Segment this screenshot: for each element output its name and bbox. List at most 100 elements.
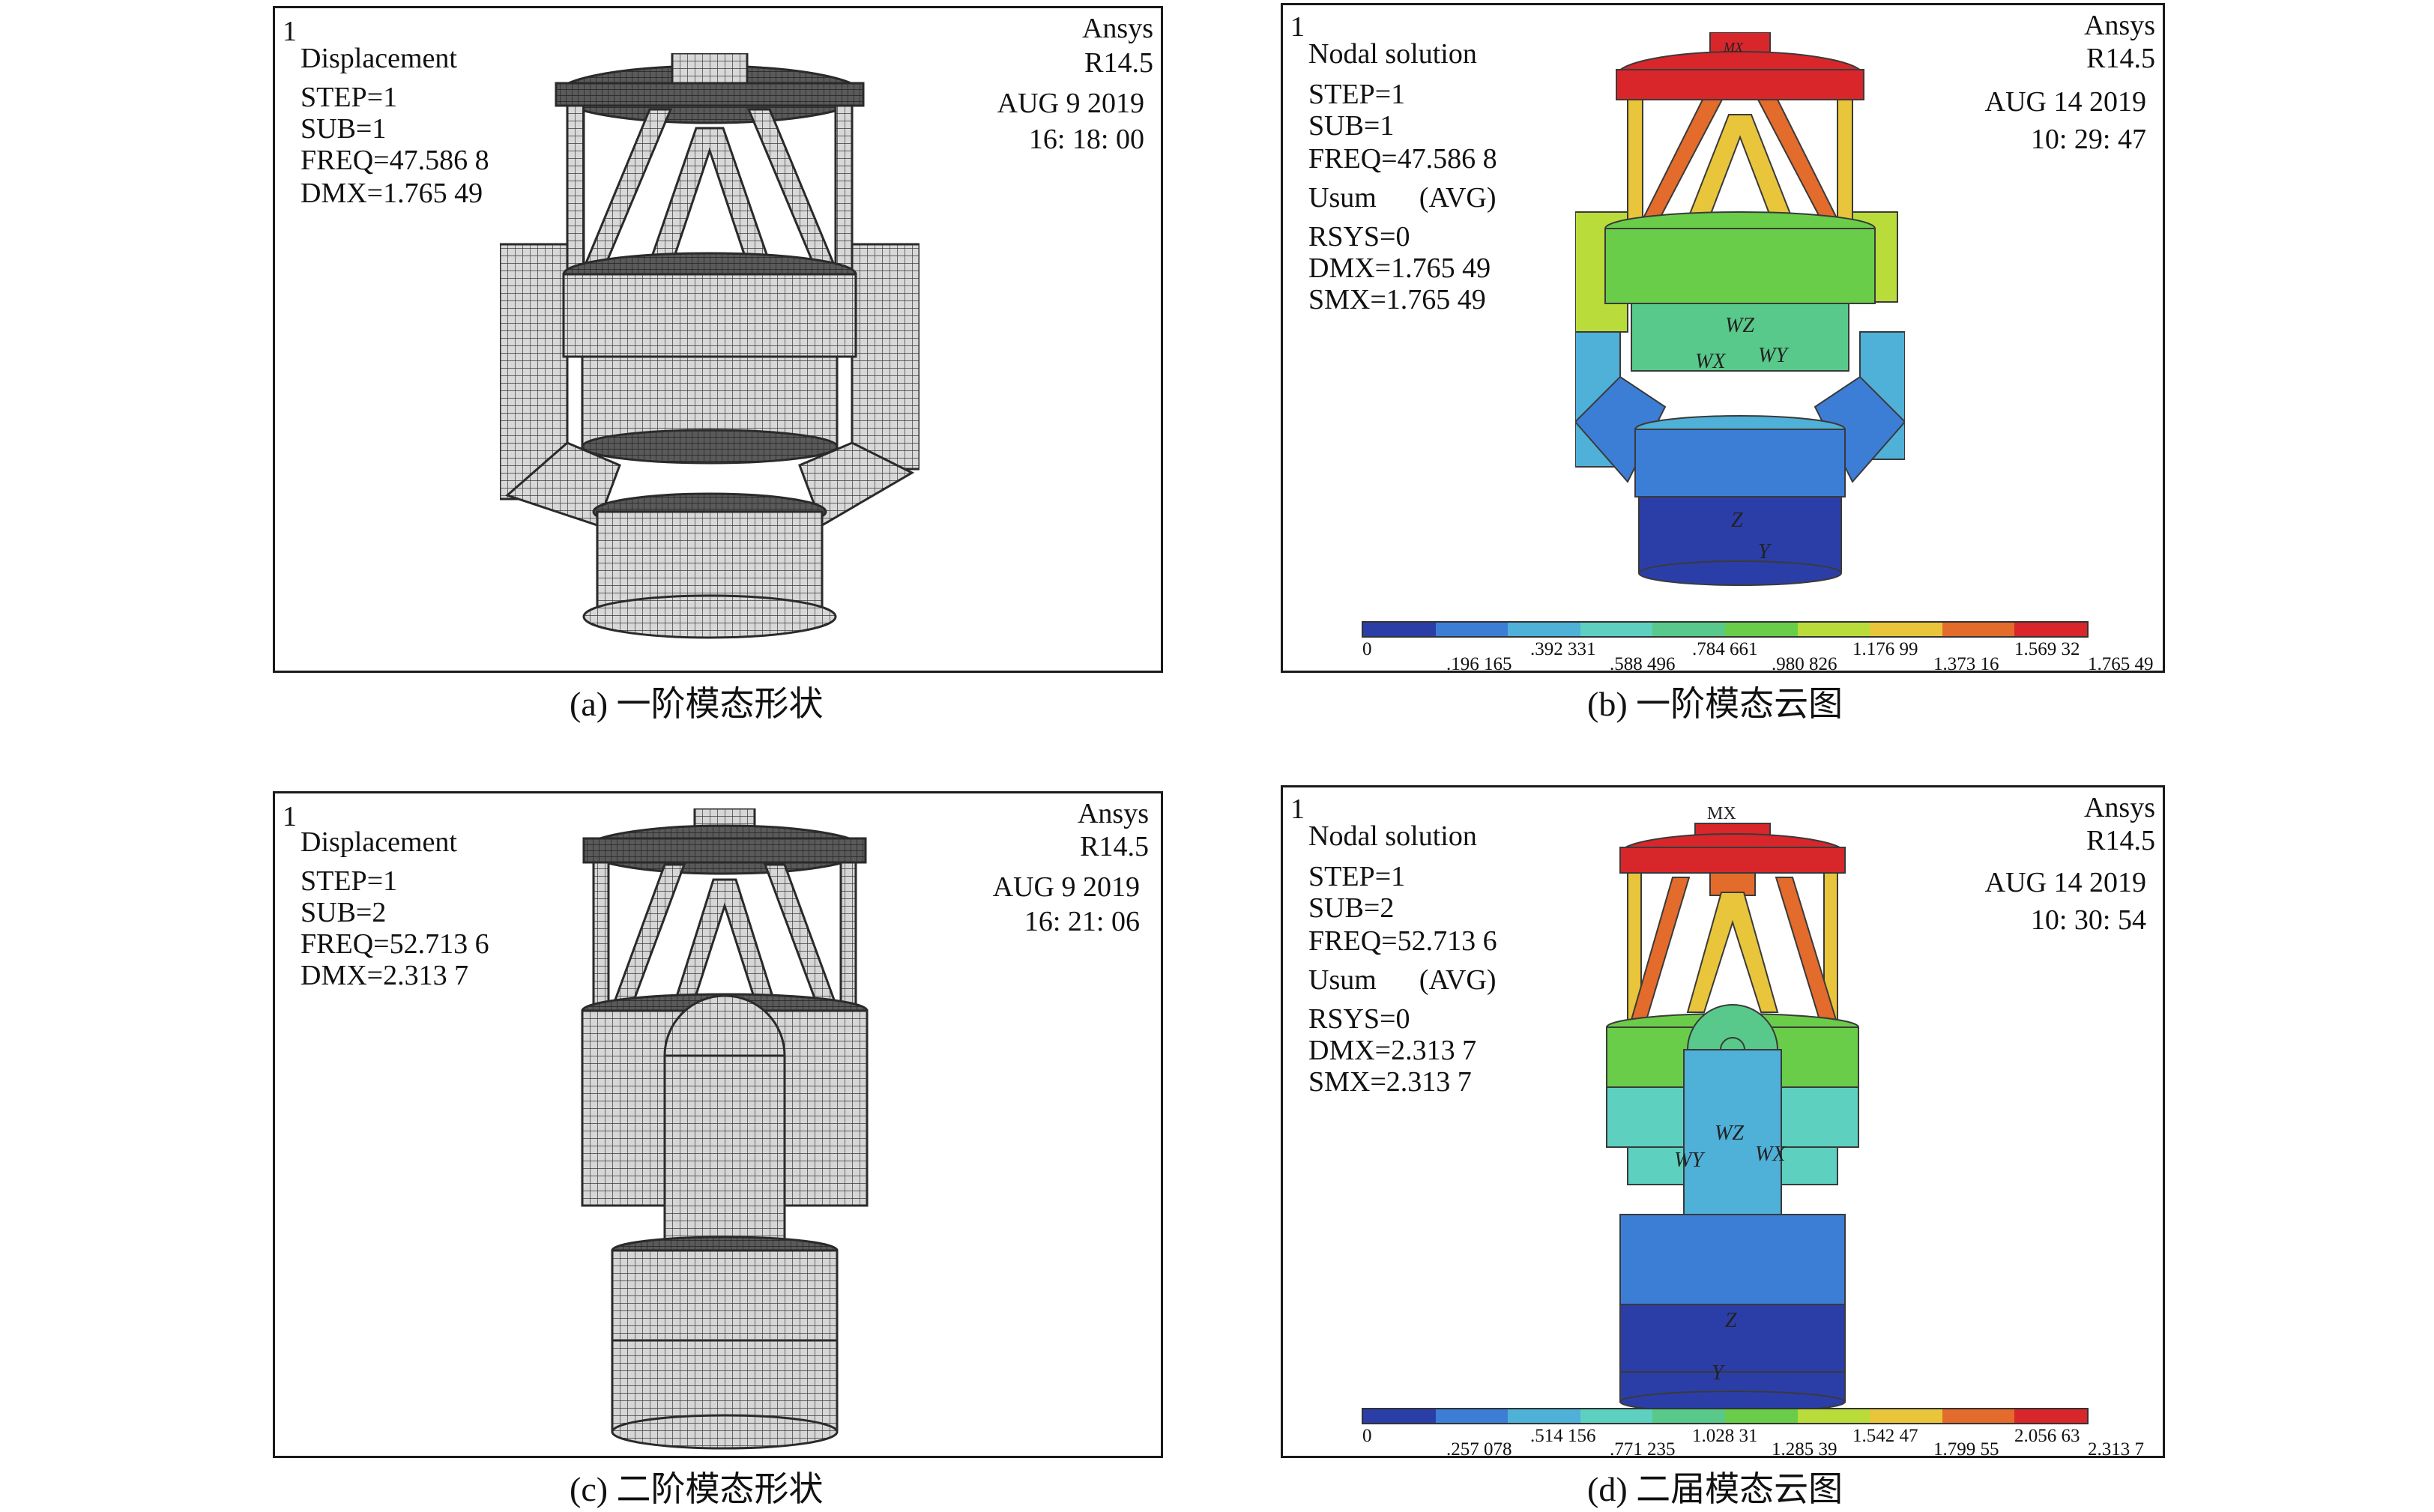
legend-band [1870, 623, 1942, 636]
legend-band [1580, 623, 1653, 636]
info-line: DMX=2.313 7 [1308, 1035, 1477, 1066]
axis-label: WY [1758, 344, 1790, 367]
legend-tick: 0 [1362, 1426, 1372, 1446]
axis-label: MX [1723, 40, 1744, 55]
mesh-model-mode1 [500, 53, 919, 639]
time-label: 16: 21: 06 [1024, 906, 1140, 937]
color-legend-bar [1362, 621, 2089, 638]
info-line: SUB=2 [301, 897, 387, 928]
caption-c: (c) 二阶模态形状 [570, 1470, 824, 1508]
legend-tick: .784 661 [1692, 639, 1758, 659]
legend-tick: 1.542 47 [1852, 1426, 1918, 1446]
legend-band [1363, 623, 1436, 636]
info-line: RSYS=0 [1308, 1003, 1410, 1035]
caption-b: (b) 一阶模态云图 [1587, 685, 1843, 723]
info-line: SUB=1 [1308, 110, 1395, 142]
version-label: R14.5 [1080, 831, 1149, 862]
legend-tick: 0 [1362, 639, 1372, 659]
brand-label: Ansys [2083, 10, 2155, 41]
legend-tick: 1.176 99 [1852, 639, 1918, 659]
legend-band [1435, 1409, 1509, 1423]
info-line: SMX=1.765 49 [1308, 284, 1486, 315]
legend-tick: .392 331 [1530, 639, 1596, 659]
axis-label: Z [1731, 509, 1743, 532]
info-line: Displacement [301, 43, 457, 74]
legend-band [1797, 623, 1870, 636]
info-line: STEP=1 [301, 82, 398, 113]
legend-band [1724, 1409, 1798, 1423]
time-label: 10: 29: 47 [2030, 124, 2146, 155]
version-label: R14.5 [2086, 825, 2155, 856]
legend-tick: .980 826 [1772, 654, 1837, 674]
legend-band [1797, 1409, 1870, 1423]
panel-d: 1 Nodal solution STEP=1 SUB=2 FREQ=52.71… [1281, 785, 2165, 1460]
legend-band [1724, 623, 1798, 636]
legend-band [1580, 1409, 1653, 1423]
legend-tick: 2.313 7 [2088, 1439, 2144, 1460]
info-line: DMX=1.765 49 [301, 178, 483, 209]
legend-tick: 1.028 31 [1692, 1426, 1758, 1446]
legend-tick: .257 078 [1446, 1439, 1512, 1460]
date-label: AUG 9 2019 [992, 871, 1140, 903]
info-line: DMX=2.313 7 [301, 960, 469, 991]
axis-label: WZ [1715, 1122, 1744, 1145]
info-line: FREQ=47.586 8 [301, 145, 489, 176]
legend-tick: .514 156 [1530, 1426, 1596, 1446]
legend-band [1942, 1409, 2015, 1423]
brand-label: Ansys [1077, 798, 1149, 829]
legend-band [1435, 623, 1509, 636]
info-line: DMX=1.765 49 [1308, 252, 1491, 284]
panel-number: 1 [283, 801, 297, 832]
info-line: SUB=1 [301, 113, 387, 145]
panel-a: 1 Displacement STEP=1 SUB=1 FREQ=47.586 … [273, 6, 1163, 673]
panel-c: 1 Displacement STEP=1 SUB=2 FREQ=52.713 … [273, 791, 1163, 1458]
info-line: FREQ=47.586 8 [1308, 143, 1497, 175]
panel-number: 1 [1290, 793, 1305, 825]
axis-label: WZ [1725, 314, 1754, 337]
info-line: SMX=2.313 7 [1308, 1066, 1472, 1098]
legend-tick: 1.373 16 [1933, 654, 1999, 674]
contour-model-mode2: WZ WY WX Z Y MX [1606, 804, 1859, 1413]
legend-band [1508, 1409, 1580, 1423]
legend-band [1508, 623, 1580, 636]
legend-tick: 1.799 55 [1933, 1439, 1999, 1460]
panel-number: 1 [283, 16, 297, 47]
info-line: Usum (AVG) [1308, 182, 1497, 214]
legend-tick: 1.285 39 [1772, 1439, 1837, 1460]
legend-band [1652, 623, 1725, 636]
info-line: STEP=1 [301, 865, 398, 897]
legend-tick: .196 165 [1446, 654, 1512, 674]
panel-b: 1 Nodal solution STEP=1 SUB=1 FREQ=47.58… [1281, 3, 2165, 674]
time-label: 16: 18: 00 [1028, 124, 1144, 155]
legend-tick: .588 496 [1610, 654, 1676, 674]
brand-label: Ansys [1081, 13, 1153, 44]
time-label: 10: 30: 54 [2030, 904, 2146, 936]
axis-label: WX [1695, 350, 1726, 373]
axis-label: Y [1712, 1361, 1726, 1385]
info-line: SUB=2 [1308, 892, 1395, 924]
legend-band [1870, 1409, 1942, 1423]
legend-band [1652, 1409, 1725, 1423]
brand-label: Ansys [2083, 792, 2155, 823]
axis-label: Y [1758, 540, 1772, 563]
info-line: Nodal solution [1308, 38, 1477, 70]
version-label: R14.5 [2086, 43, 2155, 74]
mesh-model-mode2 [581, 808, 869, 1450]
info-line: Usum (AVG) [1308, 964, 1497, 996]
info-line: FREQ=52.713 6 [1308, 925, 1497, 957]
legend-band [1942, 623, 2015, 636]
color-legend-bar [1362, 1408, 2089, 1424]
info-line: STEP=1 [1308, 79, 1406, 110]
contour-model-mode1: WZ WX WY Z Y MX [1575, 32, 1905, 586]
info-line: FREQ=52.713 6 [301, 928, 489, 960]
version-label: R14.5 [1084, 47, 1153, 79]
legend-tick: 1.765 49 [2088, 654, 2154, 674]
axis-label: WY [1674, 1149, 1706, 1172]
info-line: Nodal solution [1308, 820, 1477, 852]
legend-band [1363, 1409, 1436, 1423]
legend-band [2014, 623, 2087, 636]
axis-label: MX [1707, 804, 1736, 823]
info-line: STEP=1 [1308, 861, 1406, 892]
legend-tick: 2.056 63 [2014, 1426, 2080, 1446]
legend-tick: .771 235 [1610, 1439, 1676, 1460]
